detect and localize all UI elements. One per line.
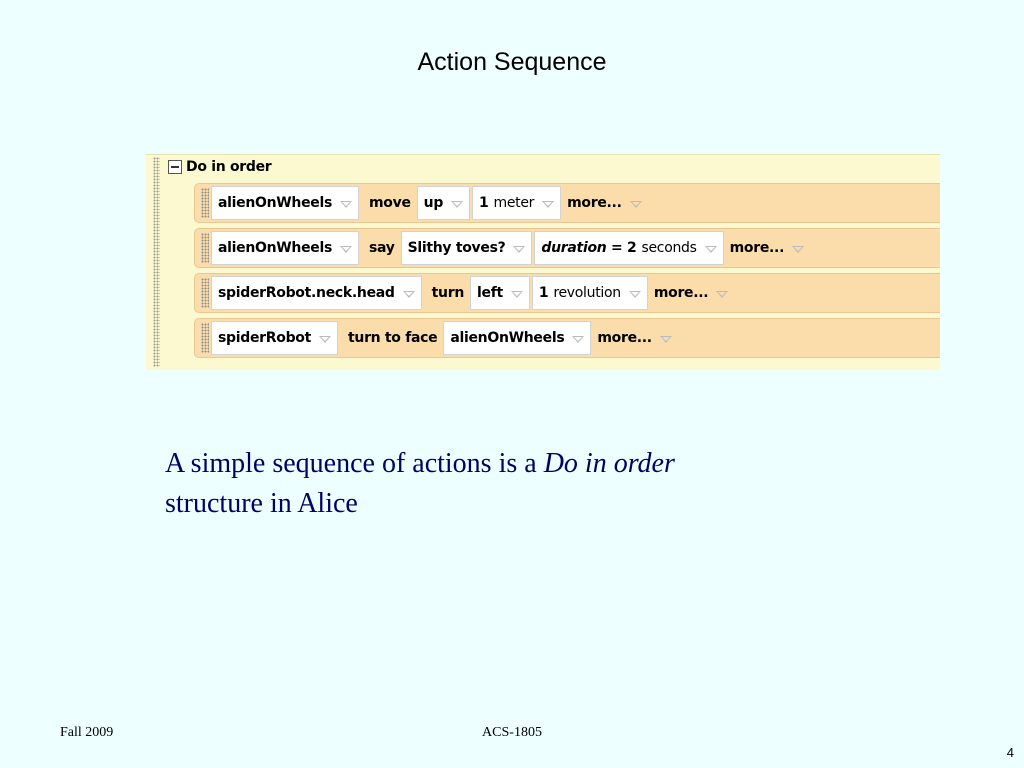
triangle-down-icon bbox=[451, 200, 464, 208]
object-dropdown[interactable]: alienOnWheels bbox=[211, 231, 360, 265]
caption-text: A simple sequence of actions is a bbox=[165, 448, 544, 479]
minus-box-icon[interactable] bbox=[168, 160, 182, 174]
say-text-dropdown[interactable]: Slithy toves? bbox=[400, 231, 533, 265]
triangle-down-icon bbox=[513, 245, 526, 253]
triangle-down-icon bbox=[402, 290, 415, 298]
triangle-down-icon bbox=[319, 335, 332, 343]
do-in-order-header: Do in order bbox=[168, 158, 272, 176]
footer-date: Fall 2009 bbox=[60, 725, 114, 740]
drag-dots-icon[interactable] bbox=[201, 323, 209, 353]
method-label-turn-to-face: turn to face bbox=[348, 330, 438, 346]
object-dropdown[interactable]: spiderRobot bbox=[211, 321, 339, 355]
caption-text-line2: structure in Alice bbox=[165, 488, 358, 519]
method-label-turn: turn bbox=[431, 285, 465, 301]
method-label-move: move bbox=[369, 195, 411, 211]
triangle-down-icon bbox=[340, 200, 353, 208]
triangle-down-icon bbox=[340, 245, 353, 253]
more-dropdown[interactable]: more... bbox=[648, 276, 734, 310]
triangle-down-icon bbox=[628, 290, 641, 298]
object-label: alienOnWheels bbox=[218, 195, 333, 211]
triangle-down-icon bbox=[572, 335, 585, 343]
statement-row-turn-to-face[interactable]: spiderRobot turn to face alienOnWheels m… bbox=[194, 318, 940, 358]
direction-dropdown[interactable]: left bbox=[470, 276, 530, 310]
object-dropdown[interactable]: alienOnWheels bbox=[211, 186, 360, 220]
slide-title: Action Sequence bbox=[417, 48, 607, 76]
more-dropdown[interactable]: more... bbox=[591, 321, 677, 355]
drag-dots-icon[interactable] bbox=[201, 233, 209, 263]
triangle-down-icon bbox=[629, 200, 642, 208]
statement-row-say[interactable]: alienOnWheels say Slithy toves? duration… bbox=[194, 228, 940, 268]
target-dropdown[interactable]: alienOnWheels bbox=[443, 321, 592, 355]
triangle-down-icon bbox=[510, 290, 523, 298]
triangle-down-icon bbox=[659, 335, 672, 343]
method-label-say: say bbox=[369, 240, 395, 256]
object-dropdown[interactable]: spiderRobot.neck.head bbox=[211, 276, 422, 310]
drag-dots-icon[interactable] bbox=[201, 278, 209, 308]
slide-caption: A simple sequence of actions is a Do in … bbox=[165, 444, 845, 524]
direction-dropdown[interactable]: up bbox=[416, 186, 471, 220]
page-number: 4 bbox=[1006, 745, 1014, 760]
triangle-down-icon bbox=[542, 200, 555, 208]
footer-course: ACS-1805 bbox=[482, 725, 542, 740]
more-dropdown[interactable]: more... bbox=[724, 231, 810, 265]
do-in-order-label: Do in order bbox=[186, 159, 272, 175]
triangle-down-icon bbox=[792, 245, 805, 253]
drag-dots-icon[interactable] bbox=[201, 188, 209, 218]
triangle-down-icon bbox=[716, 290, 729, 298]
caption-emphasis: Do in order bbox=[543, 448, 675, 479]
drag-dots-icon[interactable] bbox=[153, 157, 160, 367]
triangle-down-icon bbox=[704, 245, 717, 253]
more-dropdown[interactable]: more... bbox=[561, 186, 647, 220]
